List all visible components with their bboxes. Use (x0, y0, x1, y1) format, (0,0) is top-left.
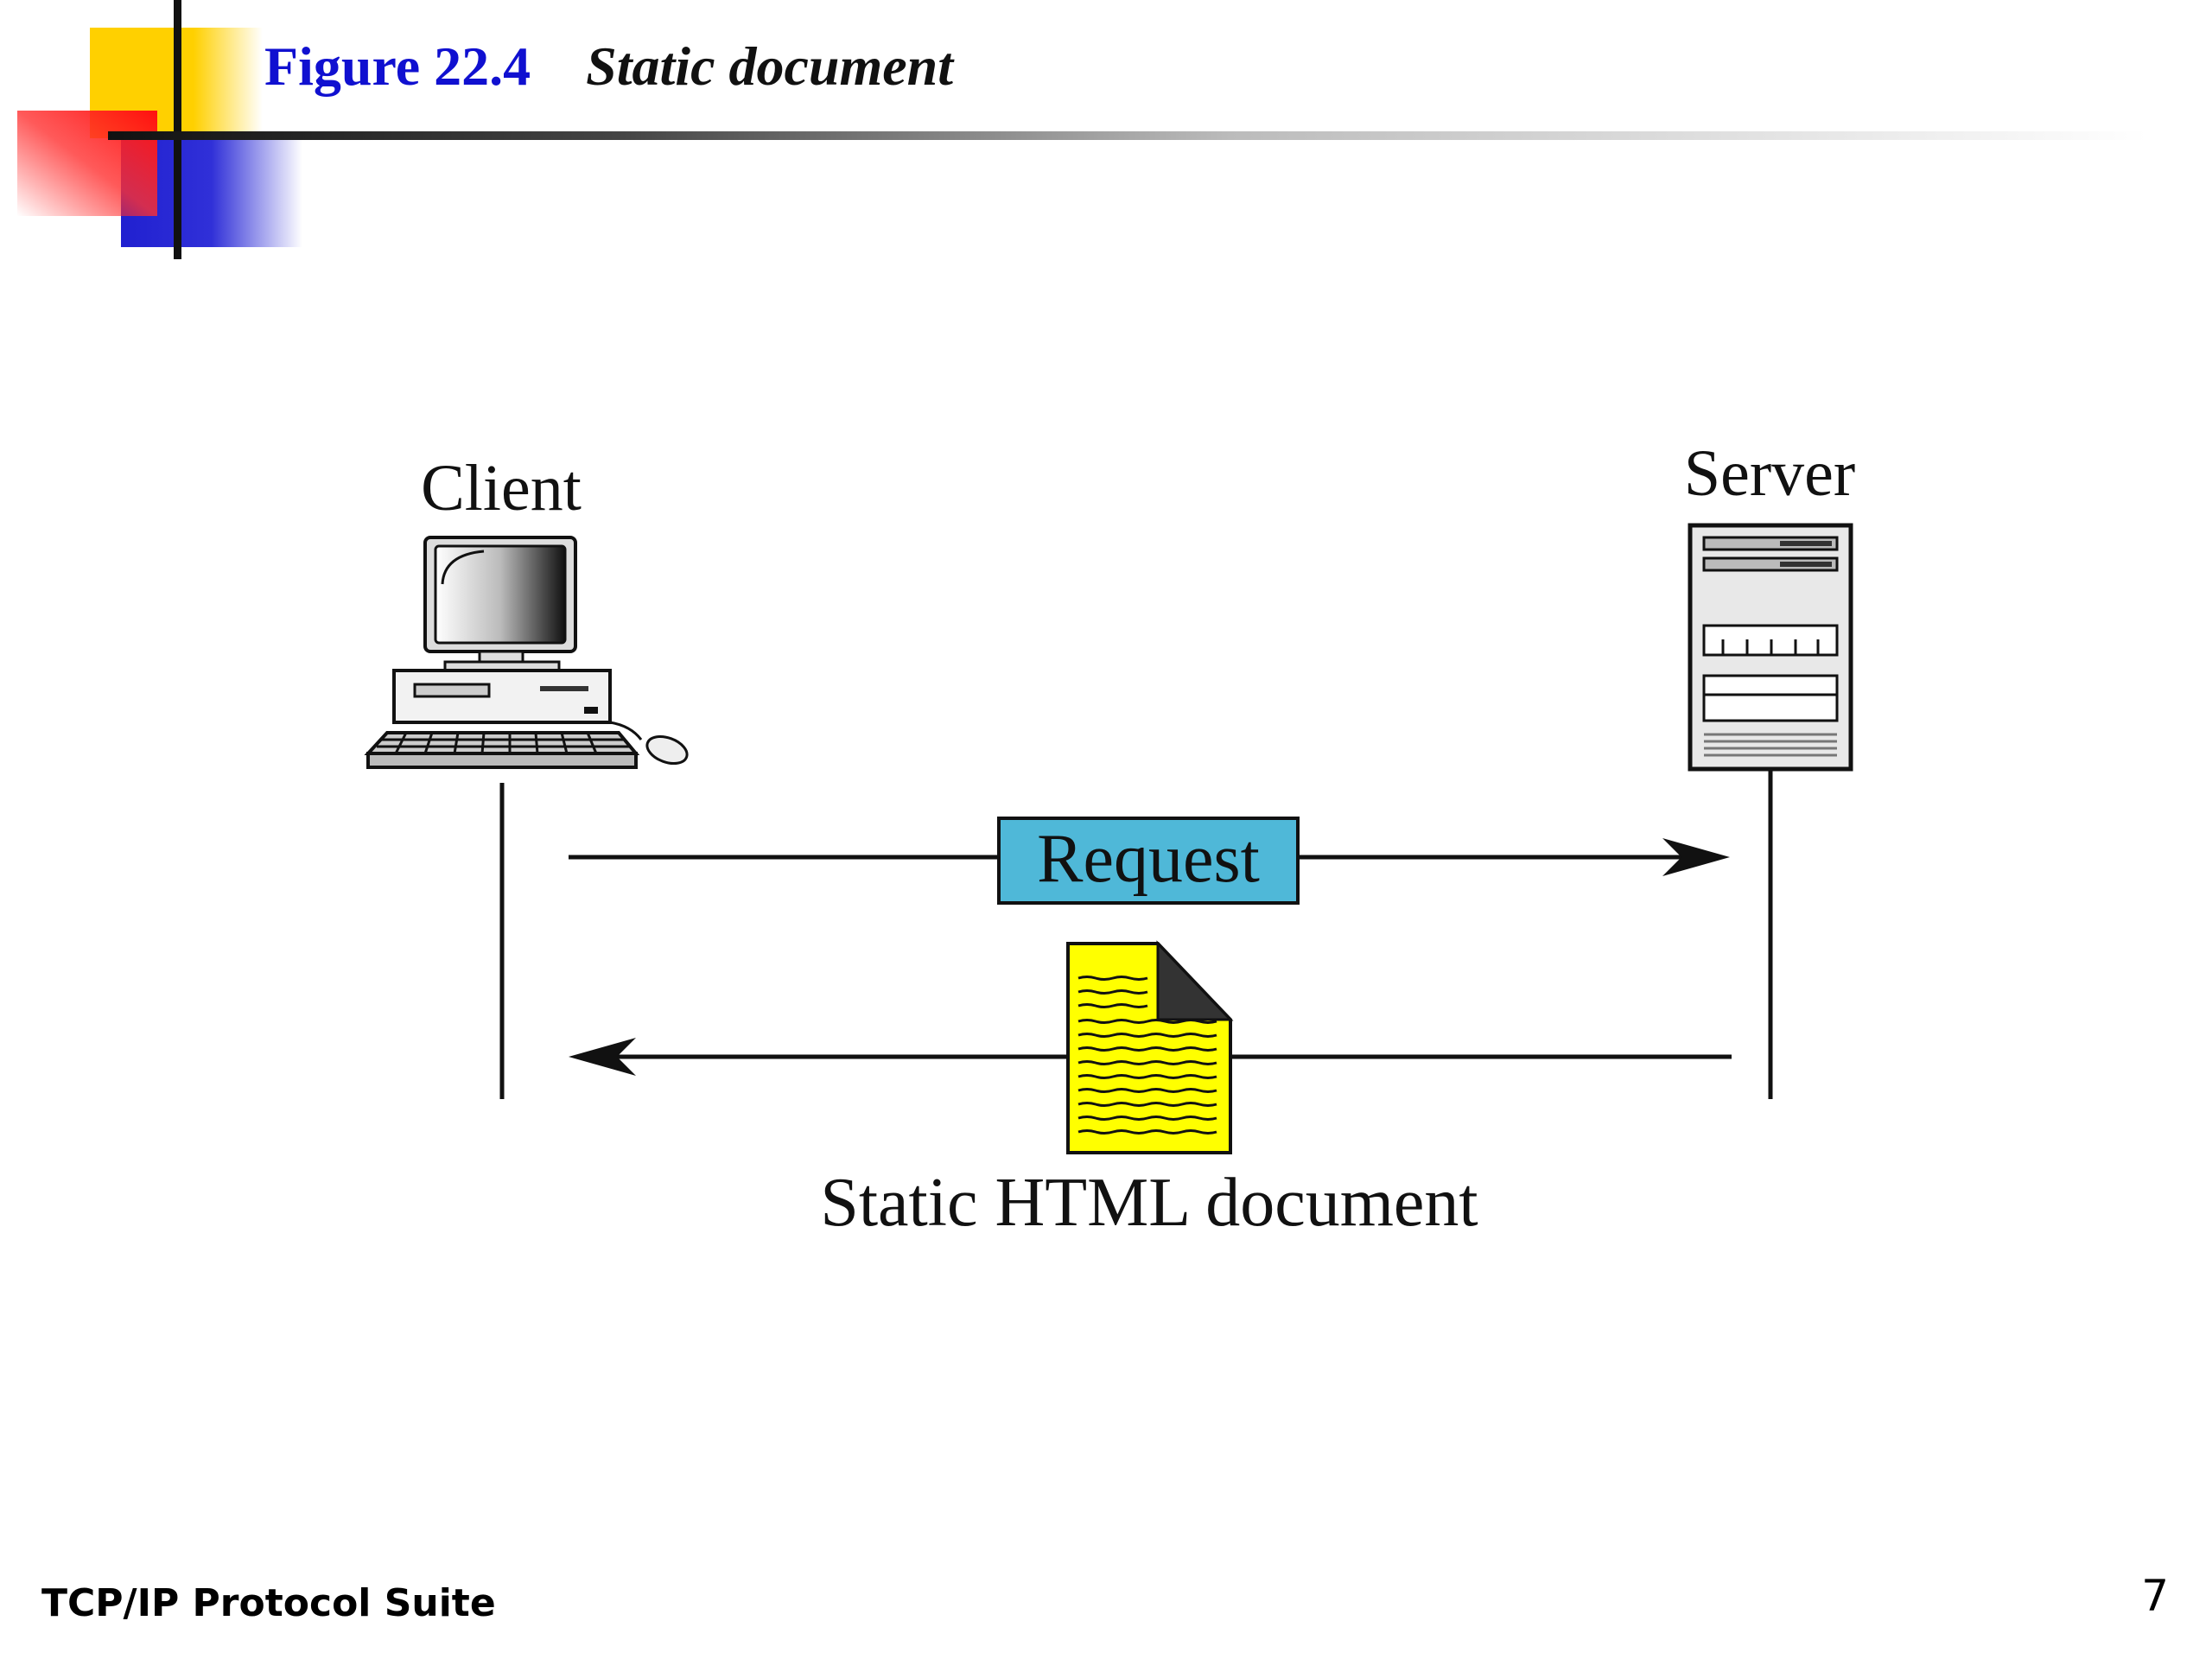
client-label: Client (421, 452, 582, 524)
corner-ornament (17, 0, 302, 259)
request-label: Request (1037, 821, 1260, 897)
server-label: Server (1684, 437, 1855, 510)
computer-icon (364, 536, 689, 769)
figure-number: Figure 22.4 (264, 35, 531, 97)
page-number: 7 (2141, 1571, 2169, 1621)
figure-title: Static document (586, 35, 954, 97)
server-icon (1688, 523, 1853, 772)
document-icon (1066, 940, 1234, 1154)
request-box (997, 817, 1300, 905)
arrow-right-icon (1662, 838, 1730, 876)
footer-text: TCP/IP Protocol Suite (41, 1581, 496, 1625)
figure-caption: Figure 22.4 Static document (264, 35, 953, 99)
response-label: Static HTML document (820, 1165, 1478, 1241)
arrow-left-icon (569, 1038, 636, 1076)
header-rule (108, 131, 2147, 140)
